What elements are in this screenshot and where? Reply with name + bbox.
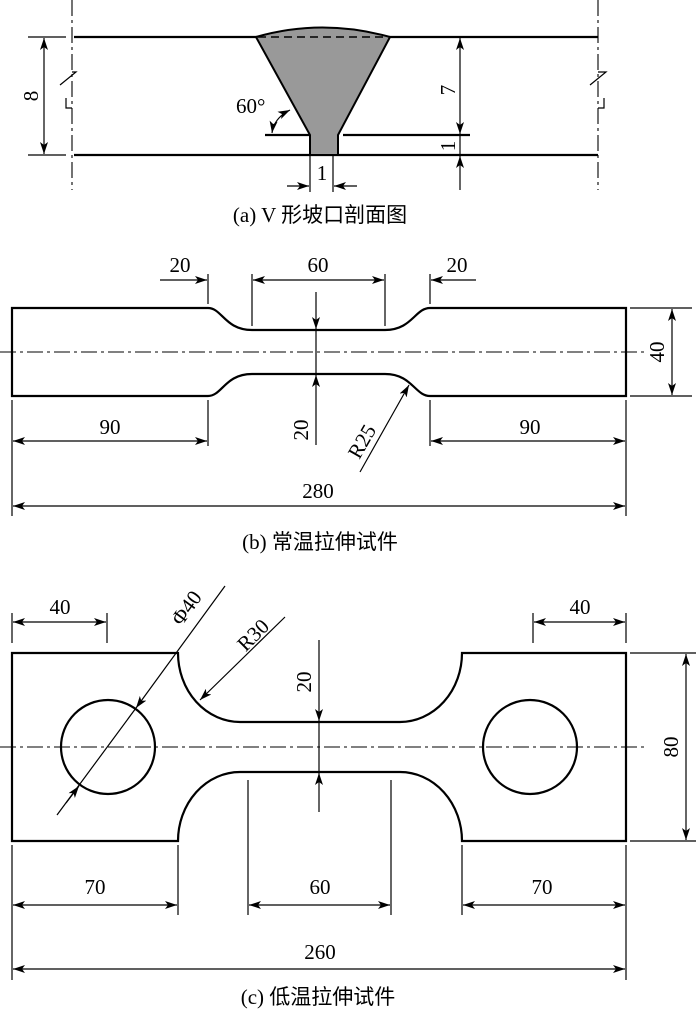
dim-label-right-grip-b: 90 bbox=[520, 415, 541, 439]
dim-label-right-transition: 20 bbox=[447, 253, 468, 277]
dim-label-radius-b: R25 bbox=[343, 420, 381, 462]
dim-label-width-b: 40 bbox=[645, 342, 669, 363]
dim-label-bevel-depth: 7 bbox=[436, 85, 460, 96]
dim-label-gauge-length-c: 60 bbox=[310, 875, 331, 899]
dim-label-root-face: 1 bbox=[436, 141, 460, 152]
dim-label-total-c: 260 bbox=[304, 940, 336, 964]
angle-arc bbox=[269, 109, 291, 134]
dim-label-root-gap: 1 bbox=[317, 161, 328, 185]
panel-b-room-temp-specimen: 20 60 20 20 40 90 90 R25 280 (b) 常温拉伸试件 bbox=[0, 253, 692, 554]
caption-c: (c) 低温拉伸试件 bbox=[241, 985, 396, 1009]
dim-label-neck-width-c: 20 bbox=[292, 672, 316, 693]
dim-label-right-grip-c: 70 bbox=[532, 875, 553, 899]
angle-label: 60° bbox=[236, 94, 265, 118]
dim-label-left-transition: 20 bbox=[170, 253, 191, 277]
break-symbol-left bbox=[59, 71, 78, 109]
weld-bead bbox=[254, 26, 392, 156]
dim-label-left-grip-b: 90 bbox=[100, 415, 121, 439]
pin-hole-left bbox=[59, 698, 157, 796]
dim-label-neck-width-b: 20 bbox=[289, 420, 313, 441]
dim-label-gauge-length: 60 bbox=[308, 253, 329, 277]
radius-leader-b bbox=[359, 384, 410, 473]
caption-a: (a) V 形坡口剖面图 bbox=[233, 203, 407, 227]
dim-label-left-hole-offset: 40 bbox=[50, 595, 71, 619]
panel-c-low-temp-specimen: 40 40 Φ40 R30 20 80 70 60 70 260 (c) 低温拉… bbox=[0, 585, 696, 1009]
pin-hole-right bbox=[481, 698, 579, 796]
dim-label-radius-c: R30 bbox=[232, 614, 274, 656]
radius-leader-c bbox=[199, 616, 286, 701]
dim-label-left-grip-c: 70 bbox=[85, 875, 106, 899]
specimen-outline-b bbox=[10, 306, 628, 398]
dim-label-total-b: 280 bbox=[302, 479, 334, 503]
dim-label-thickness: 8 bbox=[19, 91, 43, 102]
dim-label-hole-diameter: Φ40 bbox=[166, 586, 207, 630]
specimen-outline-c bbox=[10, 651, 628, 843]
dim-label-width-c: 80 bbox=[659, 737, 683, 758]
diameter-leader bbox=[135, 585, 226, 709]
panel-a-groove-section: 8 7 1 1 60° (a) V 形坡口剖面图 bbox=[19, 0, 608, 227]
break-symbol-right bbox=[589, 71, 608, 109]
dim-label-right-hole-offset: 40 bbox=[570, 595, 591, 619]
caption-b: (b) 常温拉伸试件 bbox=[242, 530, 398, 554]
